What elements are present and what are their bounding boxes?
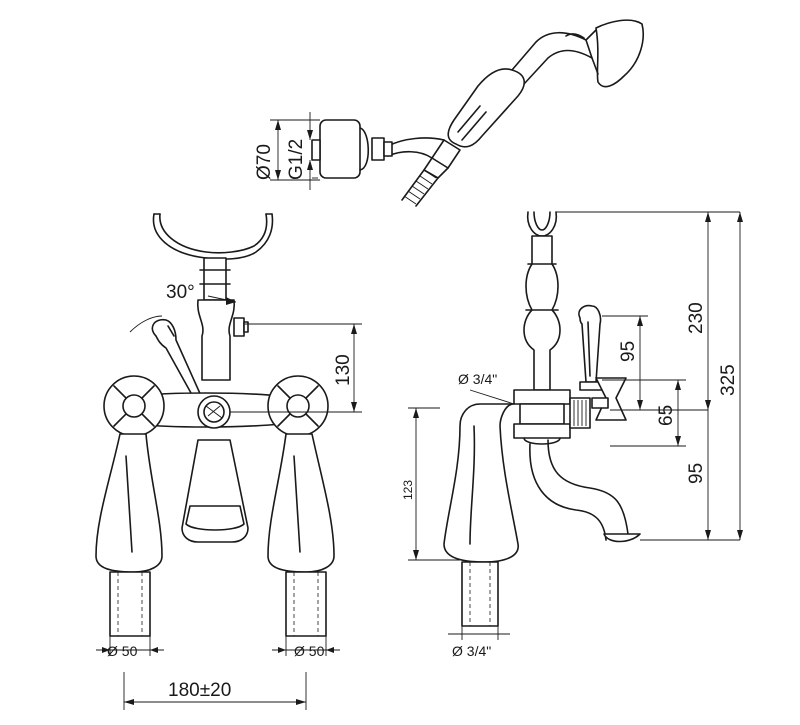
bracket-dimension-lines (270, 112, 320, 190)
valve-height-label: 130 (333, 354, 354, 386)
inlet-right-label: Ø 50 (294, 643, 325, 659)
handle-offset-label: 65 (656, 405, 677, 426)
hand-shower (311, 19, 644, 207)
spout-height-label: 95 (686, 463, 707, 484)
inlet-left-label: Ø 50 (107, 643, 138, 659)
angle-label: 30° (166, 282, 195, 303)
upper-height-label: 230 (686, 302, 707, 334)
front-view (95, 213, 335, 637)
centres-label: 180±20 (168, 680, 231, 701)
side-dimension-lines (408, 211, 743, 640)
shower-thread-label: G1/2 (286, 139, 307, 180)
handle-height-label: 95 (618, 341, 639, 362)
front-dimension-lines (96, 295, 362, 710)
body-thread-label: Ø 3/4" (452, 643, 491, 659)
total-height-label: 325 (718, 364, 739, 396)
side-thread-label: Ø 3/4" (458, 371, 497, 387)
shower-diameter-label: Ø70 (254, 144, 275, 180)
side-view (443, 211, 641, 627)
deck-height-label: 123 (401, 480, 415, 500)
